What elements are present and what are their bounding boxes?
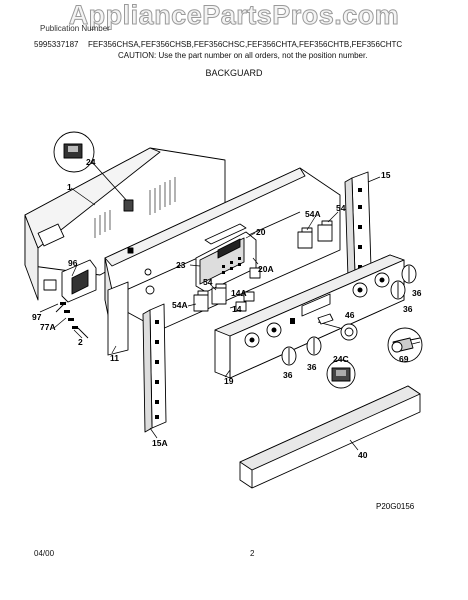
callout-24: 24 bbox=[86, 157, 96, 167]
section-title: BACKGUARD bbox=[205, 68, 263, 78]
callout-54a-mid: 54A bbox=[172, 300, 188, 310]
callout-14: 14 bbox=[232, 304, 242, 314]
callout-23: 23 bbox=[176, 260, 186, 270]
callout-40: 40 bbox=[358, 450, 368, 460]
callout-20: 20 bbox=[256, 227, 266, 237]
callout-11: 11 bbox=[110, 353, 119, 363]
callout-54a: 54A bbox=[305, 209, 321, 219]
watermark: AppliancePartsPros.com bbox=[68, 0, 400, 31]
callout-97: 97 bbox=[32, 312, 42, 322]
callout-54: 54 bbox=[336, 203, 346, 213]
callout-77a: 77A bbox=[40, 322, 56, 332]
diagram-id: P20G0156 bbox=[376, 502, 415, 511]
left-end-bracket bbox=[142, 303, 167, 433]
callout-36-r2: 36 bbox=[403, 304, 413, 314]
screw-detail-circle bbox=[387, 327, 423, 363]
switch-detail-circle bbox=[53, 131, 134, 212]
callout-labels: 24 1 15 54A 54 20 23 20A 96 54 14A 54A 1… bbox=[32, 157, 422, 511]
clock-control-board bbox=[195, 223, 261, 293]
publication-date: 04/00 bbox=[34, 549, 55, 558]
callout-19: 19 bbox=[224, 376, 234, 386]
callout-36-b1: 36 bbox=[283, 370, 293, 380]
publication-label: Publication Number bbox=[40, 24, 110, 33]
callout-69: 69 bbox=[399, 354, 409, 364]
selector-knob bbox=[317, 313, 358, 341]
callout-36-b2: 36 bbox=[307, 362, 317, 372]
callout-2: 2 bbox=[78, 337, 83, 347]
callout-36-r1: 36 bbox=[412, 288, 422, 298]
model-list: FEF356CHSA,FEF356CHSB,FEF356CHSC,FEF356C… bbox=[88, 40, 403, 49]
indicator-lights bbox=[235, 291, 255, 312]
leader-lines bbox=[39, 176, 381, 451]
callout-54-mid: 54 bbox=[203, 277, 213, 287]
terminal-block bbox=[43, 259, 97, 339]
callout-15: 15 bbox=[381, 170, 391, 180]
part-number: 5995337187 bbox=[34, 40, 79, 49]
callout-15a: 15A bbox=[152, 438, 168, 448]
callout-24c: 24C bbox=[333, 354, 349, 364]
control-knobs bbox=[281, 264, 417, 366]
callout-96: 96 bbox=[68, 258, 78, 268]
caution-note: CAUTION: Use the part number on all orde… bbox=[118, 51, 368, 60]
callout-20a: 20A bbox=[258, 264, 274, 274]
callout-46: 46 bbox=[345, 310, 355, 320]
rocker-switch bbox=[326, 359, 356, 389]
trim-strip bbox=[239, 385, 421, 489]
control-panel bbox=[214, 254, 405, 379]
rear-panel bbox=[24, 147, 226, 301]
callout-1: 1 bbox=[67, 182, 72, 192]
callout-14a: 14A bbox=[231, 288, 247, 298]
page-number: 2 bbox=[250, 549, 255, 558]
